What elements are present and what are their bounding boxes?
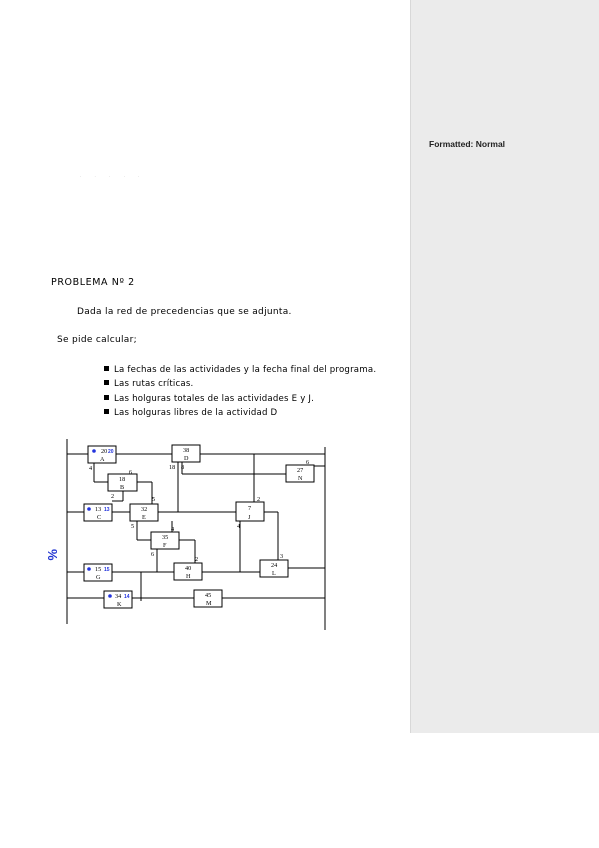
bullet-icon	[104, 366, 109, 371]
svg-text:C: C	[97, 514, 101, 521]
svg-text:38: 38	[183, 447, 189, 454]
svg-text:15: 15	[95, 566, 101, 573]
comment-heading: Formatted: Normal	[429, 139, 506, 149]
svg-text:34: 34	[115, 593, 121, 600]
lag-label: 2	[257, 496, 260, 503]
svg-text:B: B	[120, 484, 124, 491]
svg-text:A: A	[100, 456, 105, 463]
node-d: 38 D	[171, 444, 201, 463]
node-n: 27 N	[285, 464, 315, 483]
task-item: Las holguras libres de la actividad D	[104, 406, 376, 420]
svg-text:15: 15	[104, 567, 110, 573]
svg-text:32: 32	[141, 506, 147, 513]
bullet-icon	[104, 380, 109, 386]
svg-text:D: D	[184, 455, 189, 462]
lag-label: 5	[131, 523, 134, 530]
node-j: 7 J	[235, 501, 265, 522]
node-e: 32 E	[129, 503, 159, 522]
bullet-icon	[104, 408, 109, 414]
svg-text:13: 13	[95, 506, 101, 513]
svg-text:18: 18	[119, 476, 125, 483]
node-g: 15 15 G	[83, 563, 113, 582]
problem-title: PROBLEMA Nº 2	[51, 277, 135, 288]
svg-text:E: E	[142, 514, 146, 521]
lag-label: 2	[195, 556, 198, 563]
svg-text:7: 7	[248, 505, 251, 512]
svg-text:40: 40	[185, 565, 191, 572]
annotation-dot-icon	[92, 449, 96, 453]
lag-label: 3	[280, 553, 283, 560]
annotation-dot-icon	[108, 594, 112, 598]
problem-ask: Se pide calcular;	[57, 335, 137, 345]
lag-label: 4	[237, 523, 240, 530]
svg-text:20: 20	[101, 448, 107, 455]
problem-intro: Dada la red de precedencias que se adjun…	[77, 307, 292, 317]
svg-text:20: 20	[108, 449, 114, 455]
lag-label: 4	[89, 465, 92, 472]
node-l: 24 L	[259, 559, 289, 578]
annotation-dot-icon	[87, 567, 91, 571]
task-item: Las rutas críticas.	[104, 377, 376, 391]
svg-text:M: M	[206, 600, 212, 607]
svg-text:L: L	[272, 570, 276, 577]
task-item: La fechas de las actividades y la fecha …	[104, 363, 376, 377]
bullet-icon	[104, 394, 109, 400]
lag-label: 6	[306, 459, 309, 466]
svg-text:K: K	[117, 601, 122, 608]
node-m: 45 M	[193, 589, 223, 608]
lag-label: 5	[152, 496, 155, 503]
node-c: 13 13 C	[83, 503, 113, 522]
svg-text:G: G	[96, 574, 101, 581]
faint-text: . . . . .	[80, 173, 146, 178]
task-item: Las holguras totales de las actividades …	[104, 392, 376, 406]
svg-text:14: 14	[124, 594, 130, 600]
node-b: 18 B	[107, 473, 138, 492]
lag-label: 2	[111, 493, 114, 500]
lag-label: 18	[169, 464, 175, 471]
lag-label: 6	[129, 469, 132, 476]
task-list: La fechas de las actividades y la fecha …	[104, 363, 376, 420]
svg-text:24: 24	[271, 562, 277, 569]
svg-text:J: J	[248, 514, 251, 521]
svg-text:H: H	[186, 573, 191, 580]
node-h: 40 H	[173, 562, 203, 581]
lag-label: 4	[171, 526, 174, 533]
svg-text:35: 35	[162, 534, 168, 541]
lag-label: 6	[151, 551, 154, 558]
lag-label: 8	[181, 464, 184, 471]
node-f: 35 F	[150, 531, 180, 550]
comments-pane: Formatted: Normal	[410, 0, 599, 733]
node-k: 34 14 K	[103, 590, 133, 609]
svg-text:F: F	[163, 542, 167, 549]
annotation-dot-icon	[87, 507, 91, 511]
svg-text:27: 27	[297, 467, 303, 474]
svg-text:13: 13	[104, 507, 110, 513]
svg-text:45: 45	[205, 592, 211, 599]
node-a: 20 20 A	[87, 445, 117, 464]
svg-text:N: N	[298, 475, 303, 482]
